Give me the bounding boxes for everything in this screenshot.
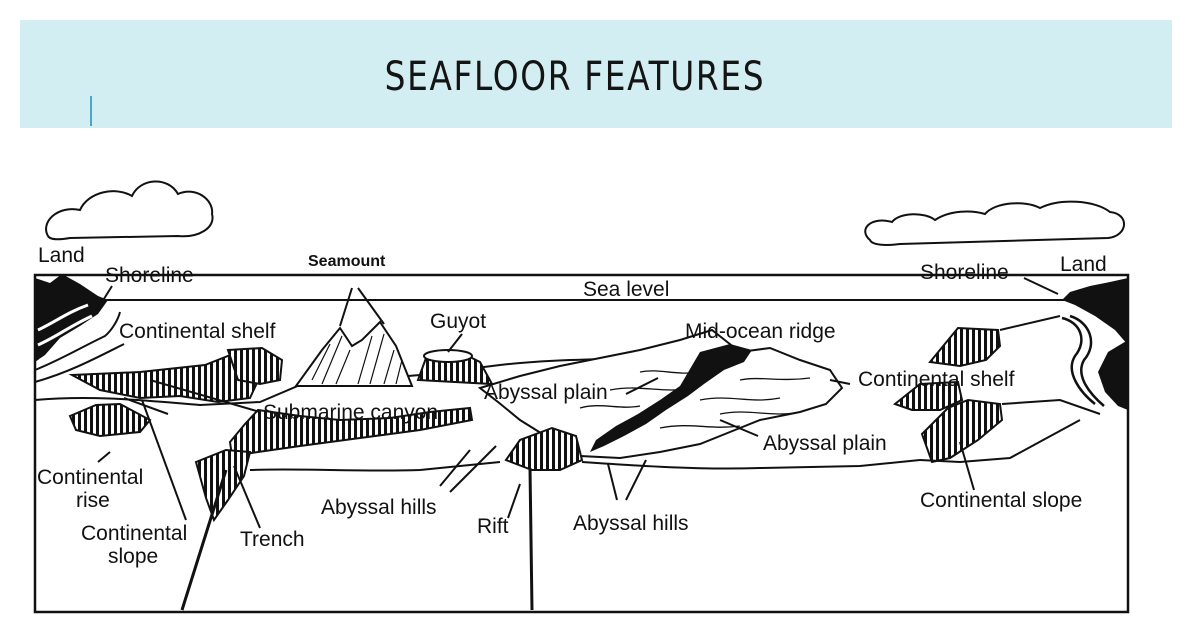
label-shoreline-left: Shoreline bbox=[105, 264, 194, 287]
label-sea-level: Sea level bbox=[583, 278, 669, 301]
leader-lines bbox=[97, 277, 1059, 529]
label-continental-slope-left-line2: slope bbox=[108, 545, 158, 568]
abyssal-floor-left bbox=[249, 461, 501, 472]
left-rise-block bbox=[68, 402, 152, 438]
title-banner bbox=[20, 20, 1172, 128]
accent-bar bbox=[90, 96, 92, 126]
label-abyssal-plain-right: Abyssal plain bbox=[763, 432, 887, 455]
ridge-waves bbox=[579, 370, 811, 429]
label-trench: Trench bbox=[240, 528, 305, 551]
right-land bbox=[1062, 278, 1128, 345]
cloud-left bbox=[45, 180, 214, 241]
left-shore-outline bbox=[34, 311, 125, 383]
label-continental-slope-left-line1: Continental bbox=[81, 522, 187, 545]
label-continental-shelf-right: Continental shelf bbox=[858, 368, 1015, 391]
right-slope-block bbox=[892, 380, 964, 411]
right-land-lower bbox=[1098, 340, 1128, 410]
label-rift: Rift bbox=[477, 515, 509, 538]
guyot-top bbox=[423, 349, 473, 363]
right-shore-waves bbox=[1061, 314, 1105, 407]
label-abyssal-hills-right: Abyssal hills bbox=[573, 512, 689, 535]
label-continental-rise-line2: rise bbox=[76, 489, 110, 512]
label-abyssal-plain-left: Abyssal plain bbox=[484, 381, 608, 404]
left-land bbox=[35, 274, 108, 362]
abyssal-floor-right bbox=[581, 459, 921, 470]
right-shelf-block bbox=[928, 326, 1002, 368]
trench-fault-line bbox=[180, 469, 228, 611]
canyon-channel bbox=[228, 406, 474, 458]
label-abyssal-hills-left: Abyssal hills bbox=[321, 496, 437, 519]
seamount-texture bbox=[311, 333, 403, 385]
submarine-canyon-block bbox=[68, 348, 264, 404]
label-continental-slope-right: Continental slope bbox=[920, 489, 1082, 512]
label-land-right: Land bbox=[1060, 253, 1107, 276]
trench-shape bbox=[194, 448, 252, 523]
rift-fault-line bbox=[528, 467, 534, 611]
label-shoreline-right: Shoreline bbox=[920, 261, 1009, 284]
slide-title: SEAFLOOR FEATURES bbox=[384, 54, 766, 100]
label-continental-shelf-left: Continental shelf bbox=[119, 320, 276, 343]
diagram-frame bbox=[33, 273, 1130, 614]
cloud-right bbox=[864, 200, 1125, 246]
rift-line bbox=[590, 344, 752, 452]
shelf-plateau bbox=[226, 346, 284, 386]
right-shelf-outline bbox=[919, 315, 1101, 464]
left-shore-waves bbox=[37, 303, 99, 362]
rift-valley bbox=[504, 426, 584, 471]
label-guyot: Guyot bbox=[430, 310, 486, 333]
label-mid-ocean-ridge: Mid-ocean ridge bbox=[685, 320, 836, 343]
label-land-left: Land bbox=[38, 244, 85, 267]
label-continental-rise-line1: Continental bbox=[37, 466, 143, 489]
label-seamount: Seamount bbox=[308, 253, 386, 270]
label-submarine-canyon: Submarine canyon bbox=[263, 401, 438, 424]
